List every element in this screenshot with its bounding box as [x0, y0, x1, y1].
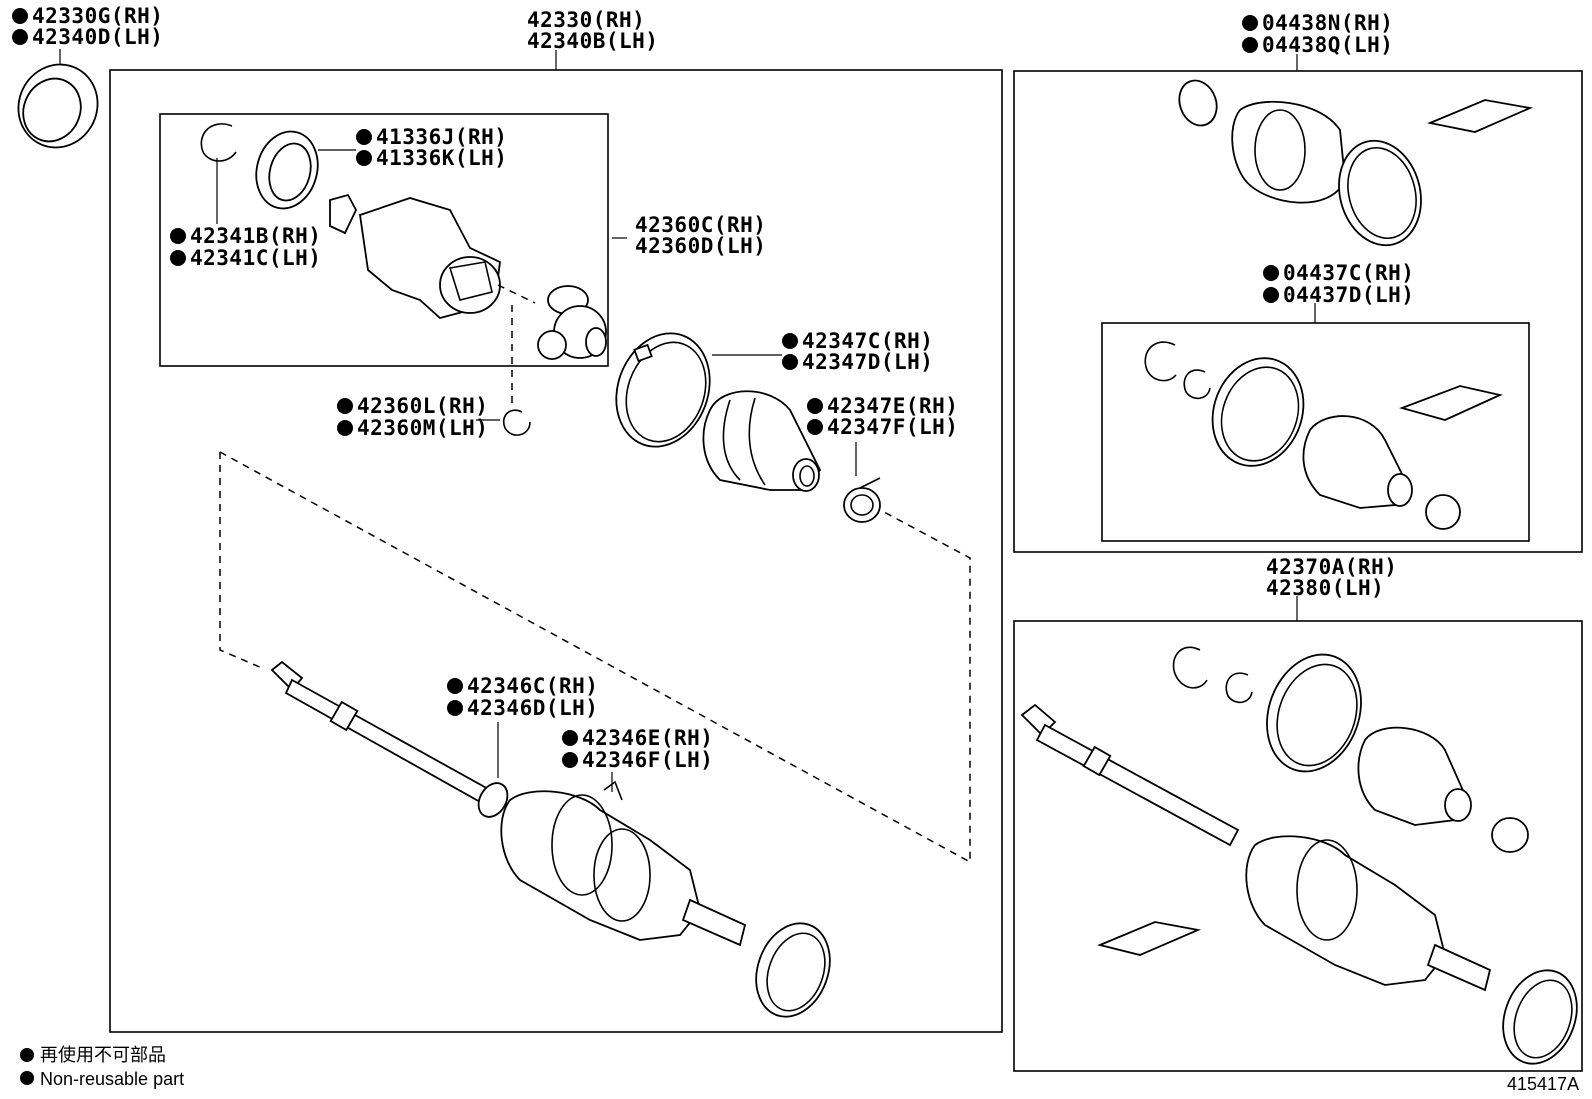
part-number-text: 42346E(RH) [582, 726, 713, 750]
part-number-text: 42330G(RH) [32, 4, 163, 28]
label-inboard-joint: 42360C(RH) 42360D(LH) [635, 213, 766, 258]
part-number-text: 42347E(RH) [827, 394, 958, 418]
part-number-text: 04437C(RH) [1283, 261, 1414, 285]
legend: 再使用不可部品 Non-reusable part [20, 1045, 184, 1089]
non-reusable-dot-icon [20, 1048, 34, 1062]
part-number-text: 42341B(RH) [190, 224, 321, 248]
part-number-text: 42347C(RH) [802, 329, 933, 353]
inboard-joint-housing-part [329, 193, 501, 319]
label-dust-seal: 41336J(RH) 41336K(LH) [318, 125, 507, 170]
dust-seal-part [255, 130, 319, 210]
part-number-text: 42347D(LH) [802, 350, 933, 374]
part-number-text: 42341C(LH) [190, 246, 321, 270]
label-inner-clip: 42360L(RH) 42360M(LH) [337, 394, 500, 440]
label-shaft-complete: 42370A(RH) 42380(LH) [1266, 555, 1397, 600]
drive-shaft-part [270, 660, 509, 818]
part-number-text: 41336K(LH) [376, 146, 507, 170]
legend-japanese-text: 再使用不可部品 [40, 1045, 166, 1065]
non-reusable-dot-icon [20, 1071, 34, 1085]
part-number-text: 42346C(RH) [467, 674, 598, 698]
inboard-joint-frame [159, 113, 609, 367]
tripod-joint-part [537, 285, 607, 360]
part-number-text: 42370A(RH) [1266, 555, 1397, 579]
part-number-text: 42340D(LH) [32, 25, 163, 49]
label-shaft-assembly: 42330(RH) 42340B(LH) [527, 8, 658, 53]
diagram-id-text: 415417A [1507, 1074, 1579, 1094]
part-number-text: 42360L(RH) [357, 394, 488, 418]
inner-kit-parts [1144, 341, 1503, 530]
part-number-text: 42347F(LH) [827, 415, 958, 439]
complete-shaft-frame [1013, 620, 1583, 1072]
label-outer-seal: 42330G(RH) 42340D(LH) [12, 4, 163, 49]
part-number-text: 42360D(LH) [635, 234, 766, 258]
legend-english-text: Non-reusable part [40, 1069, 184, 1089]
part-number-text: 42346F(LH) [582, 748, 713, 772]
part-number-text: 42340B(LH) [527, 29, 658, 53]
inner-clip-part [503, 409, 531, 436]
complete-shaft-parts [1020, 646, 1578, 1065]
outer-seal-part [17, 63, 99, 149]
small-clamp-part [843, 477, 881, 523]
outboard-joint-part [500, 780, 831, 1018]
part-number-text: 41336J(RH) [376, 125, 507, 149]
part-number-text: 04438N(RH) [1262, 11, 1393, 35]
part-number-text: 42330(RH) [527, 8, 645, 32]
snap-ring-part [200, 123, 237, 162]
label-small-clamp: 42347E(RH) 42347F(LH) [807, 394, 958, 476]
inboard-boot-part [702, 390, 822, 492]
outer-kit-parts [1178, 79, 1534, 247]
label-snap-ring: 42341B(RH) 42341C(LH) [170, 158, 321, 270]
part-number-text: 42360M(LH) [357, 416, 488, 440]
large-boot-clamp-part [615, 332, 711, 448]
label-boot-kit-outer: 04438N(RH) 04438Q(LH) [1242, 11, 1393, 57]
part-number-text: 42380(LH) [1266, 576, 1384, 600]
part-number-text: 04437D(LH) [1283, 283, 1414, 307]
label-boot-kit-inner: 04437C(RH) 04437D(LH) [1263, 261, 1414, 307]
outer-boot-kit-frame [1013, 70, 1583, 553]
part-number-text: 42346D(LH) [467, 696, 598, 720]
label-outboard-band: 42346E(RH) 42346F(LH) [562, 726, 713, 792]
part-number-text: 04438Q(LH) [1262, 33, 1393, 57]
label-boot-clamp: 42347C(RH) 42347D(LH) [712, 329, 933, 374]
label-outboard-clamp: 42346C(RH) 42346D(LH) [447, 674, 598, 778]
part-number-text: 42360C(RH) [635, 213, 766, 237]
